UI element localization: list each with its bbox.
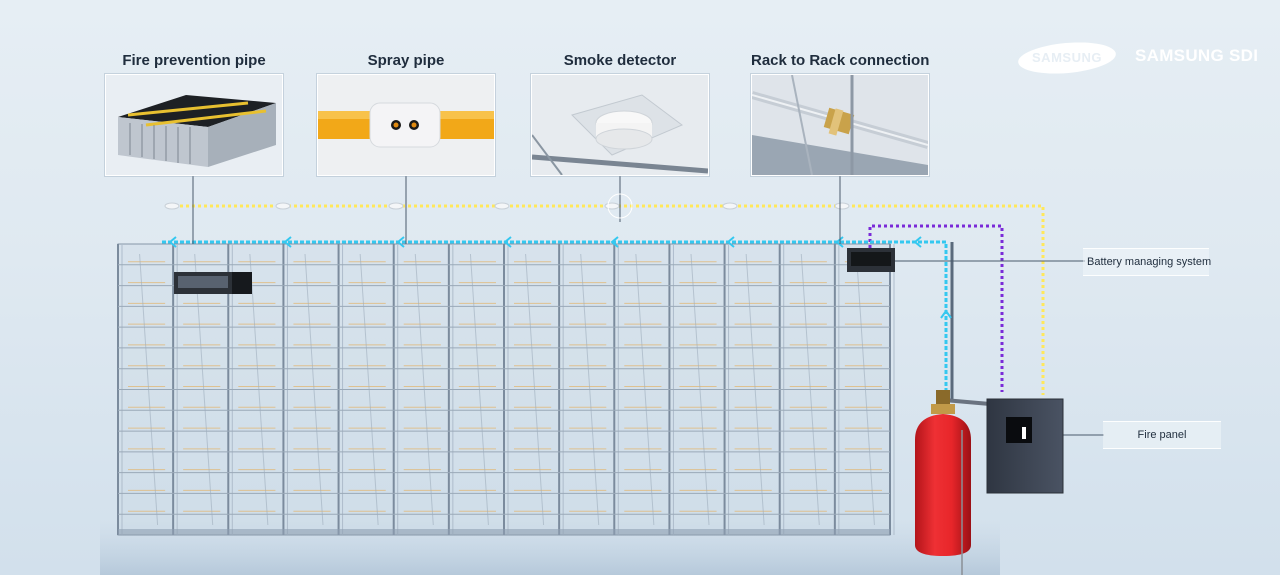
control-line [868, 224, 1004, 392]
rack-brace [139, 253, 159, 526]
rack-brace [800, 253, 820, 526]
rack-brace [635, 253, 655, 526]
callout-leaders [192, 175, 1104, 436]
detector-node [834, 202, 850, 210]
detector-node [275, 202, 291, 210]
bms-module-left [174, 272, 252, 294]
rack-base [118, 529, 890, 535]
flow-arrow [396, 236, 405, 248]
detector-highlight [607, 193, 633, 219]
flow-arrow [913, 236, 922, 248]
rack-brace [304, 253, 324, 526]
flow-arrow [503, 236, 512, 248]
callout-rack-to-rack: Rack to Rack connection [751, 50, 929, 176]
callout-title: Spray pipe [367, 52, 445, 69]
rack-brace [855, 253, 875, 526]
bms-module-right [847, 248, 895, 272]
fire-panel-label: Fire panel [1103, 421, 1221, 449]
flow-arrows [168, 236, 952, 319]
callout-title: Fire prevention pipe [122, 52, 266, 69]
rack-connection-image [751, 74, 929, 176]
flow-arrow [835, 236, 844, 248]
flow-arrow [283, 236, 292, 248]
flow-arrow [610, 236, 619, 248]
spray-pipe-line [162, 240, 954, 400]
rack-brace [249, 253, 269, 526]
samsung-logo: SAMSUNG [1017, 41, 1117, 80]
rack-brace [469, 253, 489, 526]
flow-arrow [168, 236, 177, 248]
flow-arrow [940, 309, 952, 319]
detector-node [494, 202, 510, 210]
callout-fire-prevention-pipe: Fire prevention pipe [105, 50, 283, 176]
detector-node [722, 202, 738, 210]
rack-brace [745, 253, 765, 526]
bms-label: Battery managing system [1083, 248, 1211, 276]
detector-node [604, 202, 620, 210]
fire-extinguisher [915, 390, 991, 575]
callout-title: Smoke detector [563, 52, 677, 69]
callout-title: Rack to Rack connection [751, 52, 930, 69]
detector-node [388, 202, 404, 210]
fire-panel [986, 398, 1064, 494]
callout-smoke-detector: Smoke detector [531, 50, 709, 176]
rack-brace [414, 253, 434, 526]
samsung-logo-text: SAMSUNG [1032, 50, 1102, 65]
rack-brace [580, 253, 600, 526]
spray-pipe-image [317, 74, 495, 176]
rack-brace [194, 253, 214, 526]
smoke-detector-image [531, 74, 709, 176]
callout-spray-pipe: Spray pipe [317, 50, 495, 176]
samsung-sdi-logo: SAMSUNG SDI [1135, 46, 1259, 65]
rack-brace [690, 253, 710, 526]
rack-brace [525, 253, 545, 526]
flow-arrow [726, 236, 735, 248]
detector-node [164, 202, 180, 210]
rack-brace [359, 253, 379, 526]
fire-prevention-pipe-image [105, 74, 283, 176]
